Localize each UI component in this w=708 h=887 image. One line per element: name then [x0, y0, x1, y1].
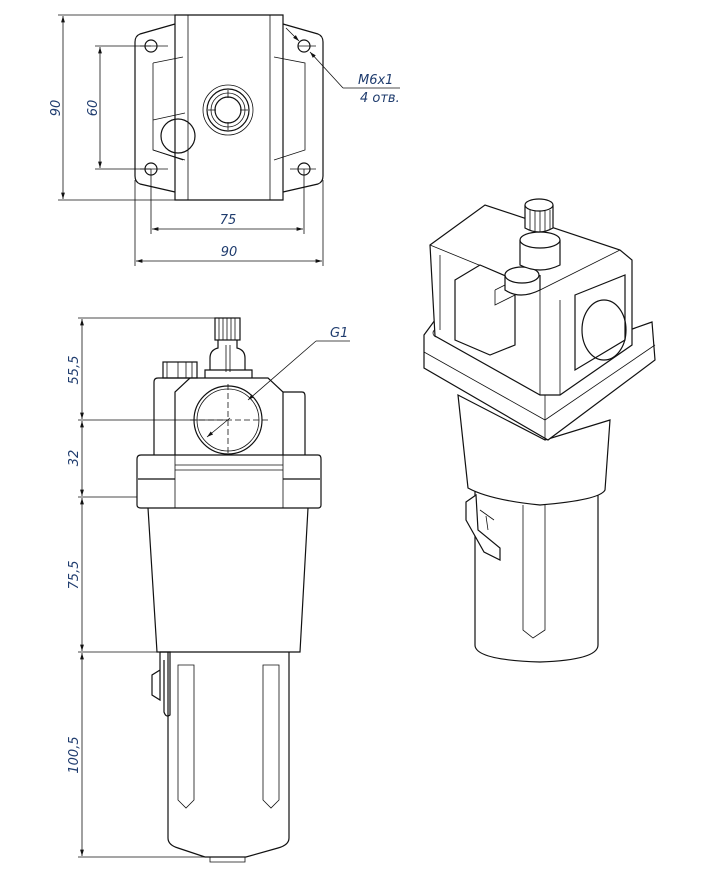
bowl-lock-tab	[465, 493, 501, 561]
sight-slot	[177, 664, 195, 809]
bowl-lock-tab	[151, 651, 171, 717]
dim-width-label: 90	[221, 245, 238, 260]
dim-port-label: 32	[67, 450, 82, 467]
bowl-upper	[147, 507, 309, 653]
gauge-plug	[160, 118, 196, 154]
thread-label: M6x1	[358, 73, 393, 88]
center-port	[202, 84, 254, 136]
front-view: 55,5 32 75,5 100,5 G1	[67, 317, 350, 863]
bowl-lower	[167, 652, 290, 858]
dim-lower-label: 100,5	[67, 736, 82, 773]
dim-top-label: 55,5	[67, 356, 82, 385]
port-label: G1	[330, 326, 348, 341]
top-view: 90 60 75 90 M6x1 4 отв.	[49, 14, 400, 266]
dim-hole-spacing-horizontal-label: 75	[220, 213, 237, 228]
mounting-hole	[297, 39, 316, 53]
dim-bowl-label: 75,5	[67, 561, 82, 590]
dim-hole-spacing-vertical-label: 60	[86, 100, 101, 117]
hole-count-label: 4 отв.	[360, 91, 400, 106]
isometric-view	[423, 198, 656, 663]
dim-height-label: 90	[49, 100, 64, 117]
mounting-hole	[290, 162, 316, 176]
sight-slot	[262, 664, 280, 809]
